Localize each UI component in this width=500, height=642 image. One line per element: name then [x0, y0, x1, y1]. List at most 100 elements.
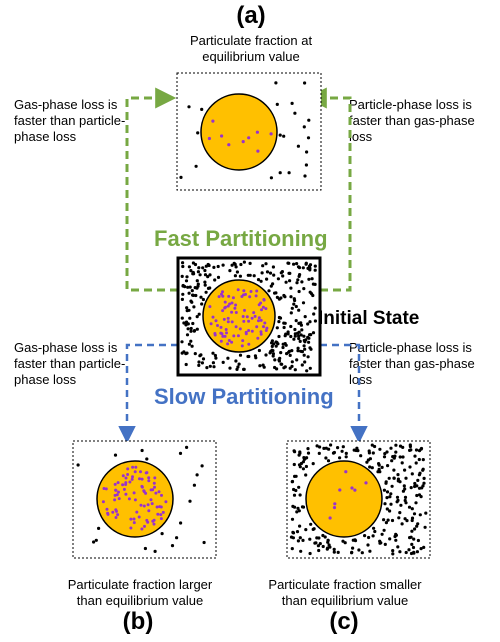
particle-molecule — [211, 315, 215, 319]
gas-molecule — [313, 306, 317, 310]
heading-initial-state: Initial State — [318, 308, 420, 329]
particle-molecule — [226, 342, 230, 346]
gas-molecule — [404, 476, 408, 480]
gas-molecule — [279, 351, 283, 355]
gas-molecule — [233, 274, 237, 278]
gas-molecule — [153, 549, 157, 554]
gas-molecule — [296, 346, 300, 350]
gas-molecule — [175, 536, 179, 540]
gas-molecule — [384, 480, 388, 484]
gas-molecule — [242, 367, 246, 371]
gas-molecule — [404, 550, 408, 555]
gas-molecule — [396, 545, 400, 549]
gas-molecule — [293, 298, 297, 303]
gas-molecule — [203, 283, 207, 287]
particle-molecule — [255, 130, 259, 134]
particle-molecule — [219, 339, 223, 343]
particle-molecule — [262, 298, 266, 301]
gas-molecule — [296, 144, 300, 148]
gas-molecule — [286, 330, 290, 334]
particle-molecule — [238, 327, 242, 331]
particle-molecule — [230, 320, 234, 324]
gas-molecule — [184, 323, 188, 327]
gas-molecule — [326, 459, 331, 463]
gas-molecule — [398, 550, 402, 554]
gas-molecule — [322, 446, 326, 450]
particle-molecules-b — [101, 465, 168, 531]
particle-molecule — [143, 524, 146, 528]
gas-molecule — [392, 476, 396, 480]
gas-molecule — [270, 348, 274, 352]
particle-molecule — [217, 295, 221, 299]
gas-molecule — [373, 529, 377, 534]
particle-molecule — [153, 485, 156, 489]
gas-molecule — [299, 549, 303, 553]
particle-molecule — [221, 309, 225, 313]
gas-molecule — [317, 548, 321, 553]
gas-molecule — [401, 445, 405, 449]
particle-molecule — [145, 471, 149, 475]
gas-molecule — [389, 492, 393, 496]
gas-molecule — [278, 356, 282, 360]
gas-molecule — [318, 542, 322, 546]
gas-molecule — [264, 353, 268, 357]
gas-molecule — [282, 366, 286, 370]
particle-molecule — [226, 320, 230, 324]
particle-molecule — [247, 319, 251, 323]
gas-molecule — [246, 273, 250, 277]
gas-molecule — [302, 125, 306, 129]
gas-molecule — [315, 444, 319, 448]
gas-molecule — [289, 286, 293, 290]
particle-molecule — [254, 294, 258, 298]
gas-molecule — [407, 505, 412, 509]
particle-molecule — [220, 332, 224, 336]
heading-fast-partitioning: Fast Partitioning — [154, 226, 328, 251]
gas-molecule — [382, 528, 386, 532]
gas-molecule — [203, 273, 208, 277]
gas-molecule — [415, 550, 419, 554]
particle-molecule — [221, 294, 225, 298]
gas-molecule — [313, 541, 317, 545]
gas-molecule — [415, 484, 419, 488]
gas-molecule — [197, 363, 201, 367]
label-particle-loss-faster-top: Particle-phase loss is faster than gas-p… — [349, 97, 475, 144]
gas-molecule — [332, 550, 336, 554]
gas-molecule — [306, 355, 310, 359]
particle-molecule — [213, 333, 217, 337]
gas-molecule — [424, 511, 428, 515]
particle-molecule — [101, 500, 105, 504]
gas-molecule — [195, 327, 199, 331]
gas-molecule — [292, 302, 296, 306]
gas-molecule — [188, 285, 192, 289]
gas-molecule — [191, 321, 195, 326]
particle-molecule — [149, 498, 153, 502]
particle-molecule — [223, 334, 227, 338]
particle-molecule — [338, 488, 342, 492]
gas-molecule — [299, 321, 303, 325]
gas-molecule — [194, 164, 198, 168]
caption-smaller: Particulate fraction smaller than equili… — [268, 577, 422, 608]
gas-molecule — [410, 516, 415, 520]
gas-molecule — [400, 522, 404, 526]
particle-molecule — [152, 481, 156, 485]
gas-molecule — [359, 454, 363, 458]
gas-molecule — [332, 547, 336, 552]
gas-molecule — [303, 340, 307, 344]
particle-molecule — [242, 319, 246, 323]
gas-molecule — [412, 512, 417, 516]
gas-molecule — [113, 453, 118, 457]
gas-molecule — [398, 455, 402, 459]
particle-molecule — [332, 506, 337, 510]
gas-molecules-initial — [180, 260, 317, 373]
gas-molecule — [324, 456, 328, 460]
gas-molecule — [180, 316, 184, 320]
gas-molecule — [419, 446, 424, 451]
gas-molecule — [187, 342, 191, 346]
gas-molecule — [275, 326, 279, 330]
gas-molecule — [416, 478, 420, 482]
particle-molecule — [147, 509, 151, 513]
particle-molecule — [344, 470, 348, 474]
particle-molecule — [230, 310, 234, 314]
gas-molecule — [408, 465, 412, 469]
gas-molecule — [230, 263, 234, 267]
